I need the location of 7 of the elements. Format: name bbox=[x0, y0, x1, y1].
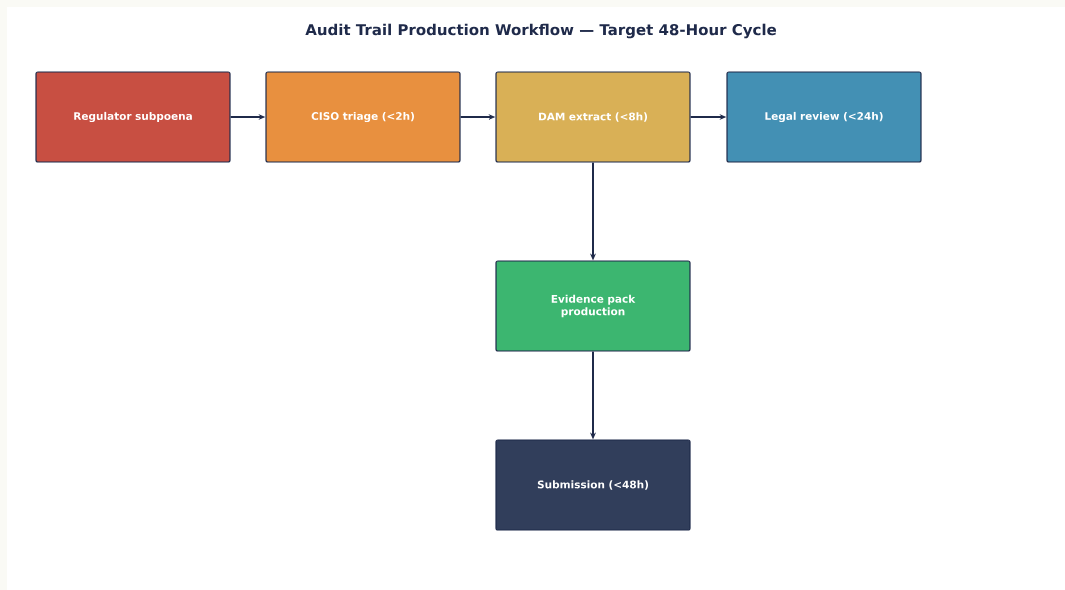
process-box: DAM extract (<8h) bbox=[495, 71, 691, 163]
process-box: Evidence pack production bbox=[495, 260, 691, 352]
process-box: Legal review (<24h) bbox=[726, 71, 922, 163]
process-box: CISO triage (<2h) bbox=[265, 71, 461, 163]
title: Audit Trail Production Workflow — Target 48-Hour Cycle bbox=[305, 23, 777, 39]
process-box: Regulator subpoena bbox=[35, 71, 231, 163]
process-box: Submission (<48h) bbox=[495, 439, 691, 531]
